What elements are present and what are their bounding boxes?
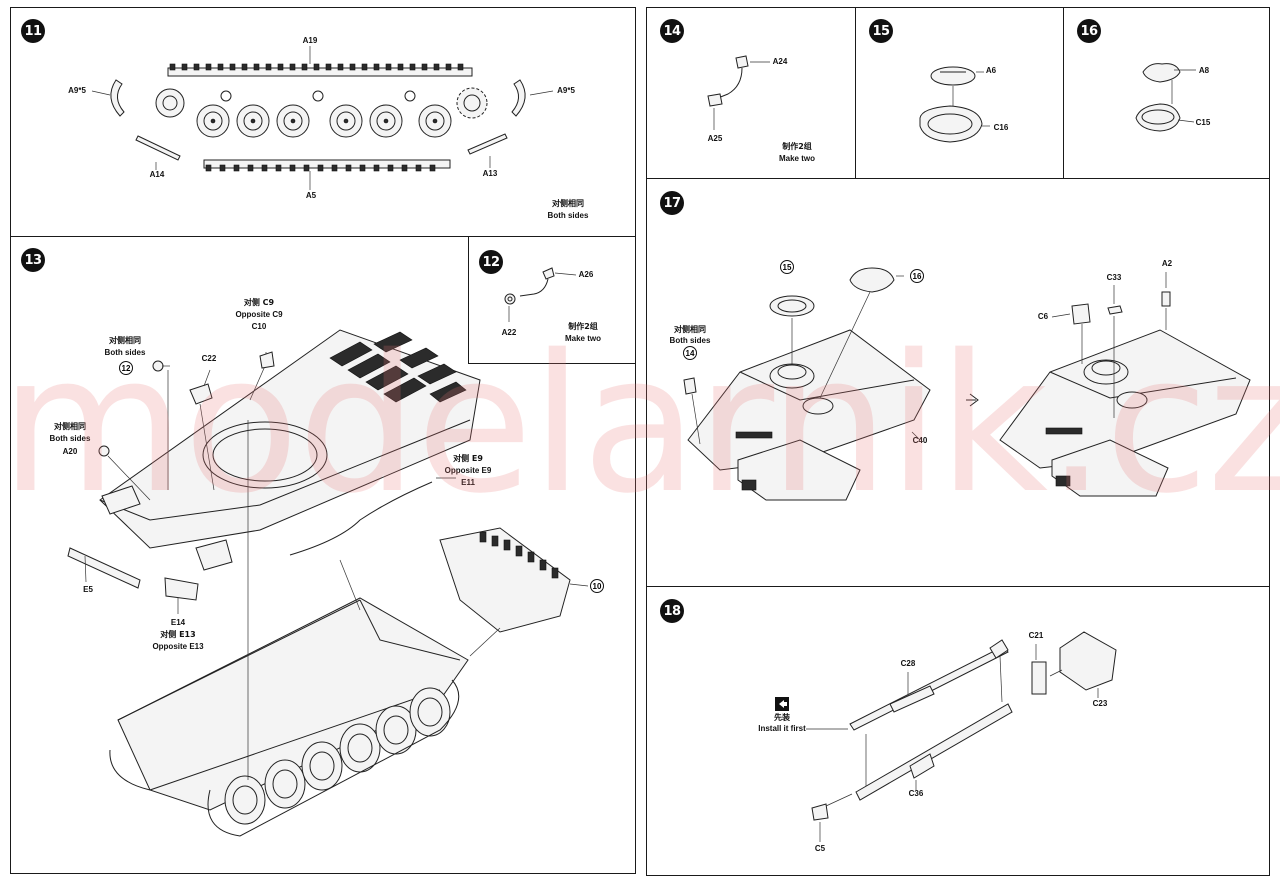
label-c21: C21	[1028, 631, 1044, 640]
step-18-badge: 18	[660, 599, 684, 623]
step-11-badge: 11	[21, 19, 45, 43]
label-a24: A24	[772, 57, 788, 66]
label-a20: A20	[62, 447, 78, 456]
label-a9-left: A9*5	[68, 86, 86, 95]
step-16-panel: 16	[1063, 7, 1270, 179]
label-e14: E14	[170, 618, 186, 627]
ref-step-12: 12	[119, 361, 133, 375]
step-11-note-cn: 对侧相同	[552, 199, 584, 208]
label-e11: E11	[461, 478, 475, 487]
label-c33: C33	[1106, 273, 1122, 282]
label-c36: C36	[908, 789, 924, 798]
step-12-badge: 12	[479, 250, 503, 274]
label-both-sides-en-17: Both sides	[669, 336, 711, 345]
label-a5: A5	[305, 191, 317, 200]
install-first-en: Install it first	[758, 724, 806, 733]
step-17-badge: 17	[660, 191, 684, 215]
label-c23: C23	[1092, 699, 1108, 708]
install-first-cn: 先装	[774, 713, 790, 722]
ref-step-16: 16	[910, 269, 924, 283]
label-a26: A26	[578, 270, 594, 279]
step-14-note-en: Make two	[778, 154, 816, 163]
label-both-sides-cn-1: 对侧相同	[109, 336, 141, 345]
ref-step-14: 14	[683, 346, 697, 360]
label-c40: C40	[912, 436, 928, 445]
label-opp-e13-en: Opposite E13	[152, 642, 204, 651]
label-c10: C10	[251, 322, 267, 331]
label-opp-e9-cn: 对侧 E9	[453, 454, 483, 463]
label-c15: C15	[1195, 118, 1211, 127]
step-12-panel: 12	[468, 236, 636, 364]
label-both-sides-en-2: Both sides	[49, 434, 91, 443]
step-11-note-en: Both sides	[547, 211, 589, 220]
label-both-sides-cn-2: 对侧相同	[54, 422, 86, 431]
label-c16: C16	[993, 123, 1009, 132]
step-15-panel: 15	[855, 7, 1065, 179]
label-a14: A14	[149, 170, 165, 179]
step-13-badge: 13	[21, 248, 45, 272]
label-opp-c9-en: Opposite C9	[235, 310, 283, 319]
label-a13: A13	[482, 169, 498, 178]
step-18-panel: 18	[646, 586, 1270, 876]
step-12-note-cn: 制作2组	[568, 322, 598, 331]
label-c5: C5	[814, 844, 826, 853]
label-opp-e9-en: Opposite E9	[444, 466, 492, 475]
step-14-panel: 14	[646, 7, 857, 179]
label-a19: A19	[302, 36, 318, 45]
ref-step-10: 10	[590, 579, 604, 593]
label-a22: A22	[501, 328, 517, 337]
step-14-badge: 14	[660, 19, 684, 43]
label-a25: A25	[707, 134, 723, 143]
label-a2: A2	[1161, 259, 1173, 268]
step-16-badge: 16	[1077, 19, 1101, 43]
label-both-sides-en-1: Both sides	[104, 348, 146, 357]
step-12-note-en: Make two	[564, 334, 602, 343]
label-c22: C22	[201, 354, 217, 363]
label-a6: A6	[985, 66, 997, 75]
label-opp-e13-cn: 对侧 E13	[160, 630, 196, 639]
step-14-note-cn: 制作2组	[782, 142, 812, 151]
label-c6: C6	[1037, 312, 1049, 321]
label-a8: A8	[1198, 66, 1210, 75]
step-11-panel: 11	[10, 7, 636, 237]
ref-step-15: 15	[780, 260, 794, 274]
label-c28: C28	[900, 659, 916, 668]
label-opp-c9-cn: 对侧 C9	[243, 298, 275, 307]
label-a9-right: A9*5	[557, 86, 575, 95]
label-e5: E5	[83, 585, 93, 594]
label-both-sides-cn-17: 对侧相同	[674, 325, 706, 334]
step-15-badge: 15	[869, 19, 893, 43]
